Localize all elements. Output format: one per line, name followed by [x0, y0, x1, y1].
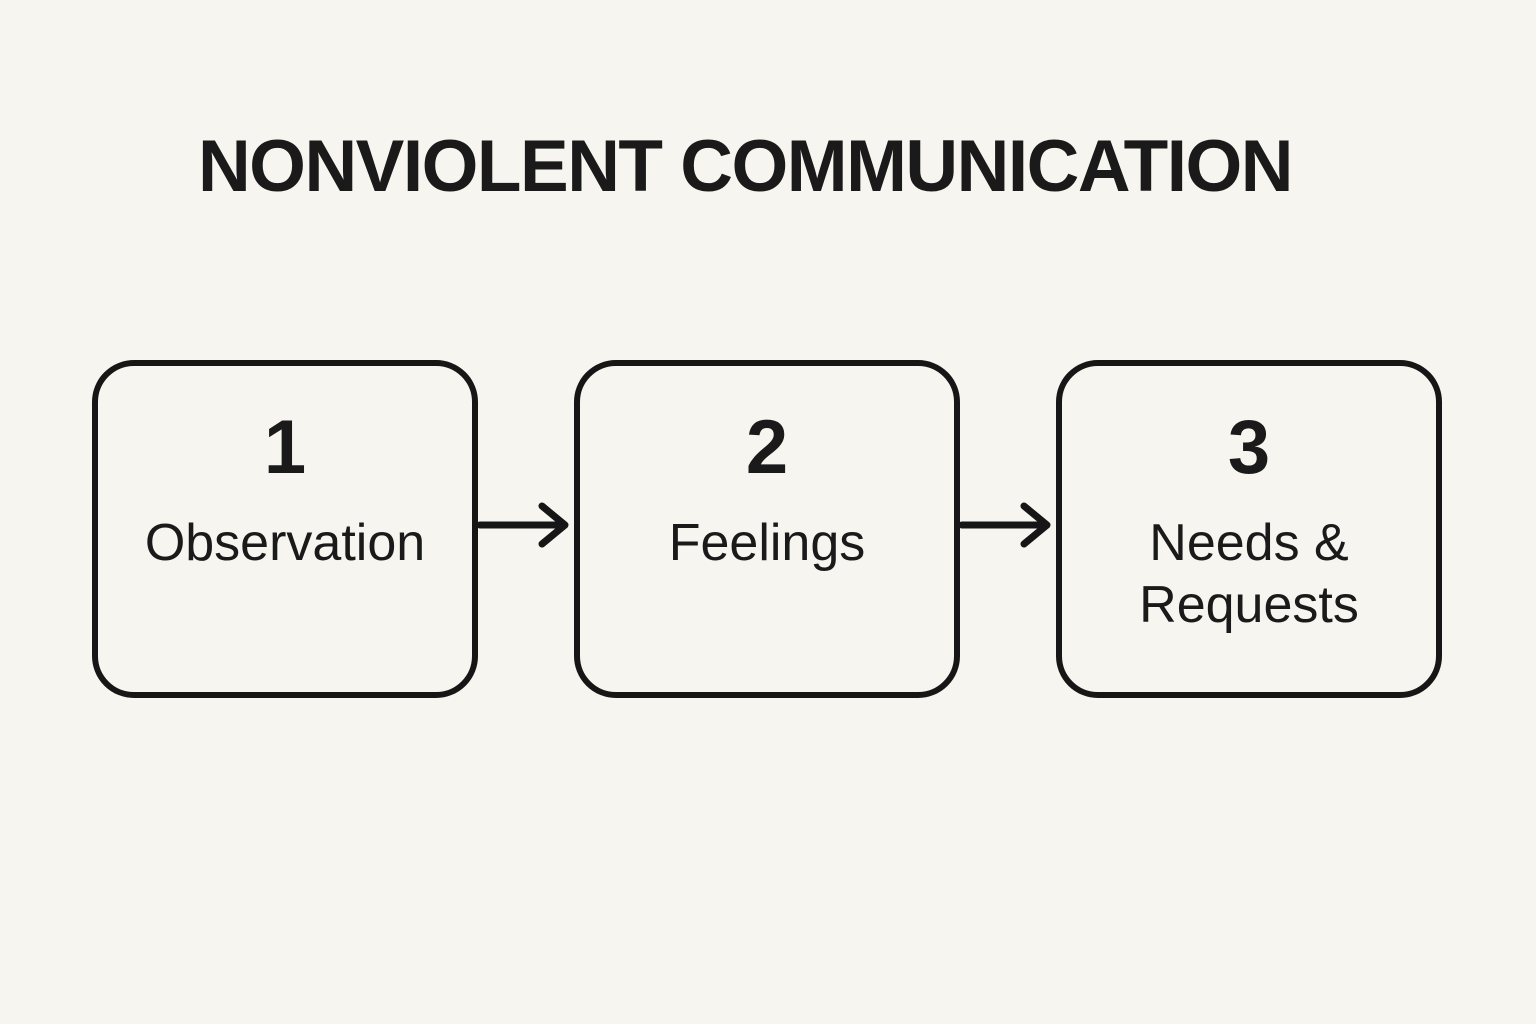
- step-number: 1: [263, 405, 307, 490]
- flow-diagram: 1 Observation 2 Feelings 3 Needs & Reque…: [92, 360, 1442, 698]
- arrow-right-icon: [478, 356, 574, 694]
- page-title: NONVIOLENT COMMUNICATION: [197, 126, 1294, 207]
- step-box-observation: 1 Observation: [92, 360, 478, 698]
- step-number: 3: [1227, 405, 1271, 490]
- step-label: Feelings: [668, 514, 866, 572]
- step-number: 2: [745, 405, 789, 490]
- step-label: Needs & Requests: [1139, 514, 1359, 634]
- step-box-feelings: 2 Feelings: [574, 360, 960, 698]
- step-label: Observation: [144, 514, 426, 572]
- arrow-right-icon: [960, 356, 1056, 694]
- step-box-needs-requests: 3 Needs & Requests: [1056, 360, 1442, 698]
